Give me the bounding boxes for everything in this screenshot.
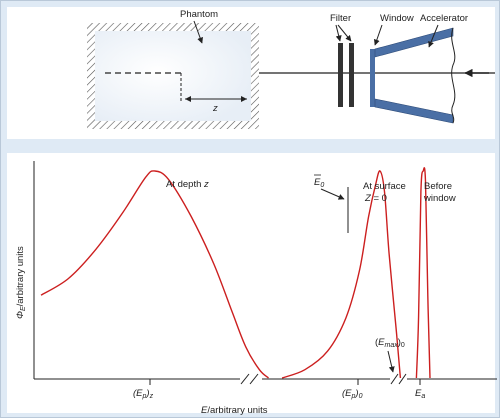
phantom-label: Phantom <box>180 9 218 20</box>
emax-sub0: 0 <box>401 342 405 349</box>
emax-sub: max <box>385 342 399 349</box>
annotation-z-zero-z: Z <box>364 193 372 204</box>
tick-ep-0-paren: ) <box>354 388 358 399</box>
annotation-at-depth: At depth z <box>166 179 209 190</box>
x-tick-label-ep-0: (Ep)0 <box>342 388 363 400</box>
x-axis-title-rest: /arbitrary units <box>207 405 267 416</box>
axis-break-gap-2 <box>390 372 407 386</box>
annotation-depth-z: z <box>203 179 209 190</box>
spectrum-curve-before-window <box>415 167 431 379</box>
annotation-at-surface: At surface <box>363 181 406 192</box>
tick-ep-z-sub: z <box>149 393 154 400</box>
spectrum-curve-at-depth <box>40 170 269 379</box>
depth-arrow-right <box>241 96 247 102</box>
window-label: Window <box>380 13 414 24</box>
y-axis-title: ΦE/arbitrary units <box>15 246 27 319</box>
y-axis-title-phi: Φ <box>15 311 26 319</box>
tick-ep-0-sub: 0 <box>359 393 363 400</box>
x-axis-title-e: E <box>201 405 208 416</box>
tick-ea-sub: a <box>421 393 425 400</box>
tick-ep-0-e: E <box>345 388 352 399</box>
annotation-z-zero-rest: = 0 <box>371 193 387 204</box>
filter-pointer-1 <box>335 24 342 42</box>
emax-e: E <box>378 337 385 348</box>
annotation-window: window <box>423 193 456 204</box>
x-tick-label-ea: Ea <box>415 388 425 400</box>
filter-pointer-2 <box>337 24 352 42</box>
y-axis-title-sub: E <box>20 306 27 311</box>
annotation-mean-e0: E0 <box>314 177 324 189</box>
axis-break-1b <box>249 373 259 385</box>
spectrum-curve-at-surface <box>281 170 402 379</box>
emax-pointer <box>387 350 395 373</box>
phantom-body <box>95 31 251 121</box>
annotation-emax: (Emax)0 <box>375 337 405 349</box>
filter-plate-2 <box>349 43 354 107</box>
annotation-z-zero: Z = 0 <box>364 193 387 204</box>
emax-paren: ) <box>398 337 401 348</box>
spectrum-panel: (Ep)z (Ep)0 Ea E/arbitrary units ΦE/arbi… <box>7 153 497 416</box>
filter-label: Filter <box>330 13 351 24</box>
filter-plate-1 <box>338 43 343 107</box>
window-plate <box>370 49 375 107</box>
depth-arrow-left <box>185 96 191 102</box>
axis-break-2a <box>390 373 399 385</box>
axis-break-1a <box>240 373 250 385</box>
schematic-panel: Phantom z Filter Window Accelerator <box>7 7 495 139</box>
x-axis-title: E/arbitrary units <box>201 405 268 416</box>
phantom-pointer <box>193 20 203 44</box>
chart-background <box>7 153 495 413</box>
accelerator-pointer <box>428 24 439 48</box>
annotation-before: Before <box>424 181 452 192</box>
tick-ep-z-paren: ) <box>145 388 149 399</box>
accelerator-break-line <box>451 27 456 124</box>
mean-e0-pointer <box>320 188 345 200</box>
axis-break-2b <box>398 373 407 385</box>
tick-ep-z-p: p <box>142 393 147 400</box>
depth-label: z <box>212 103 218 114</box>
x-tick-label-ep-z: (Ep)z <box>133 388 154 400</box>
tick-ep-z-e: E <box>136 388 143 399</box>
tick-ep-0-p: p <box>351 393 356 400</box>
mean-e0-sub: 0 <box>320 182 324 189</box>
y-axis-title-rest: /arbitrary units <box>15 246 26 306</box>
axis-break-gap-1 <box>240 372 262 386</box>
accelerator-label: Accelerator <box>420 13 468 24</box>
window-pointer <box>373 24 383 46</box>
